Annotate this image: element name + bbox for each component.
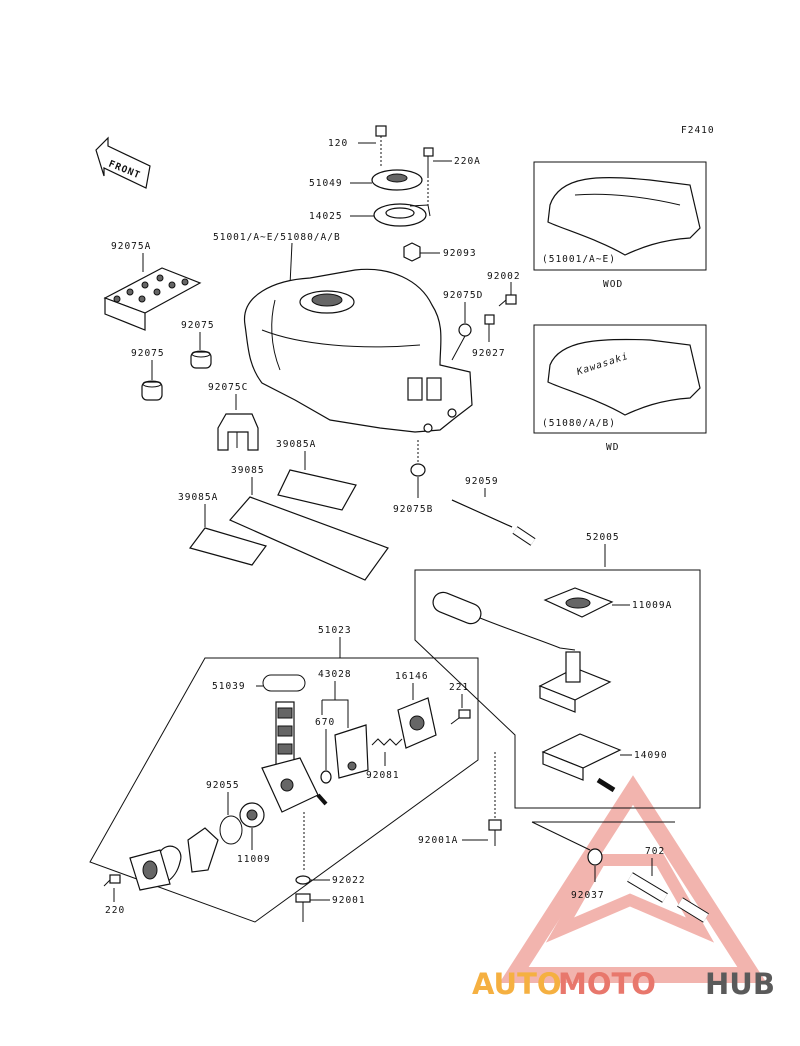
label-92075a: 92075A	[111, 241, 151, 252]
label-39085a-2: 39085A	[178, 492, 218, 503]
label-92002: 92002	[487, 271, 521, 282]
figure-code: F2410	[681, 125, 715, 136]
collar-92027	[484, 314, 495, 325]
label-92093: 92093	[443, 248, 477, 259]
inset-wod-caption: WOD	[603, 279, 623, 290]
hose-92059	[451, 499, 536, 546]
watermark-part2: MOTO	[558, 967, 656, 1001]
label-92059: 92059	[465, 476, 499, 487]
fuel-gauge-group	[414, 569, 701, 809]
label-51049: 51049	[309, 178, 343, 189]
label-92037: 92037	[571, 890, 605, 901]
label-92075-1: 92075	[181, 320, 215, 331]
inset-wd-label: (51080/A/B)	[542, 418, 616, 429]
label-39085a-1: 39085A	[276, 439, 316, 450]
gasket-14025	[373, 203, 431, 227]
bolt-120	[375, 125, 387, 168]
inset-wd-caption: WD	[606, 442, 619, 453]
label-670: 670	[315, 717, 335, 728]
fuel-tank	[243, 268, 473, 433]
label-92027: 92027	[472, 348, 506, 359]
label-92022: 92022	[332, 875, 366, 886]
watermark-text: AUTO MOTO HUB	[472, 967, 775, 1001]
grommet-92075d	[458, 323, 472, 337]
pad-39085a-2	[188, 527, 267, 566]
label-92075-2: 92075	[131, 348, 165, 359]
label-220: 220	[105, 905, 125, 916]
pad-39085	[229, 496, 389, 581]
label-51023: 51023	[318, 625, 352, 636]
label-92081: 92081	[366, 770, 400, 781]
inset-wod: (51001/A~E)	[533, 161, 707, 271]
nut-92093	[403, 242, 421, 262]
damper-92075-2	[141, 380, 163, 401]
label-14090: 14090	[634, 750, 668, 761]
label-220a: 220A	[454, 156, 481, 167]
label-221: 221	[449, 682, 469, 693]
label-92075b: 92075B	[393, 504, 433, 515]
label-92001: 92001	[332, 895, 366, 906]
damper-92075c	[217, 413, 259, 451]
label-51039: 51039	[212, 681, 246, 692]
label-39085: 39085	[231, 465, 265, 476]
label-92055: 92055	[206, 780, 240, 791]
watermark-part3: HUB	[705, 967, 775, 1001]
label-43028: 43028	[318, 669, 352, 680]
label-51001: 51001/A~E/51080/A/B	[213, 232, 341, 243]
pad-39085a-1	[277, 469, 357, 511]
fuel-cock-group	[89, 657, 479, 923]
bolt-92002	[498, 294, 517, 307]
watermark-part1: AUTO	[472, 967, 562, 1001]
front-arrow-icon: FRONT	[95, 136, 151, 189]
clamp-92037	[587, 848, 603, 866]
watermark-logo	[499, 775, 767, 983]
hose-702	[627, 872, 709, 923]
label-92001a: 92001A	[418, 835, 458, 846]
bracket-92075a	[103, 267, 202, 331]
label-11009a: 11009A	[632, 600, 672, 611]
label-14025: 14025	[309, 211, 343, 222]
label-92075c: 92075C	[208, 382, 248, 393]
damper-92075-1	[190, 350, 212, 369]
grommet-92075b	[410, 440, 426, 477]
inset-wod-label: (51001/A~E)	[542, 254, 616, 265]
cap-51049	[371, 169, 423, 191]
screw-220a	[423, 147, 434, 205]
label-52005: 52005	[586, 532, 620, 543]
label-92075d: 92075D	[443, 290, 483, 301]
label-120: 120	[328, 138, 348, 149]
bolt-92001a	[488, 752, 502, 846]
label-16146: 16146	[395, 671, 429, 682]
label-702: 702	[645, 846, 665, 857]
inset-wd: Kawasaki (51080/A/B)	[533, 324, 707, 434]
label-11009: 11009	[237, 854, 271, 865]
